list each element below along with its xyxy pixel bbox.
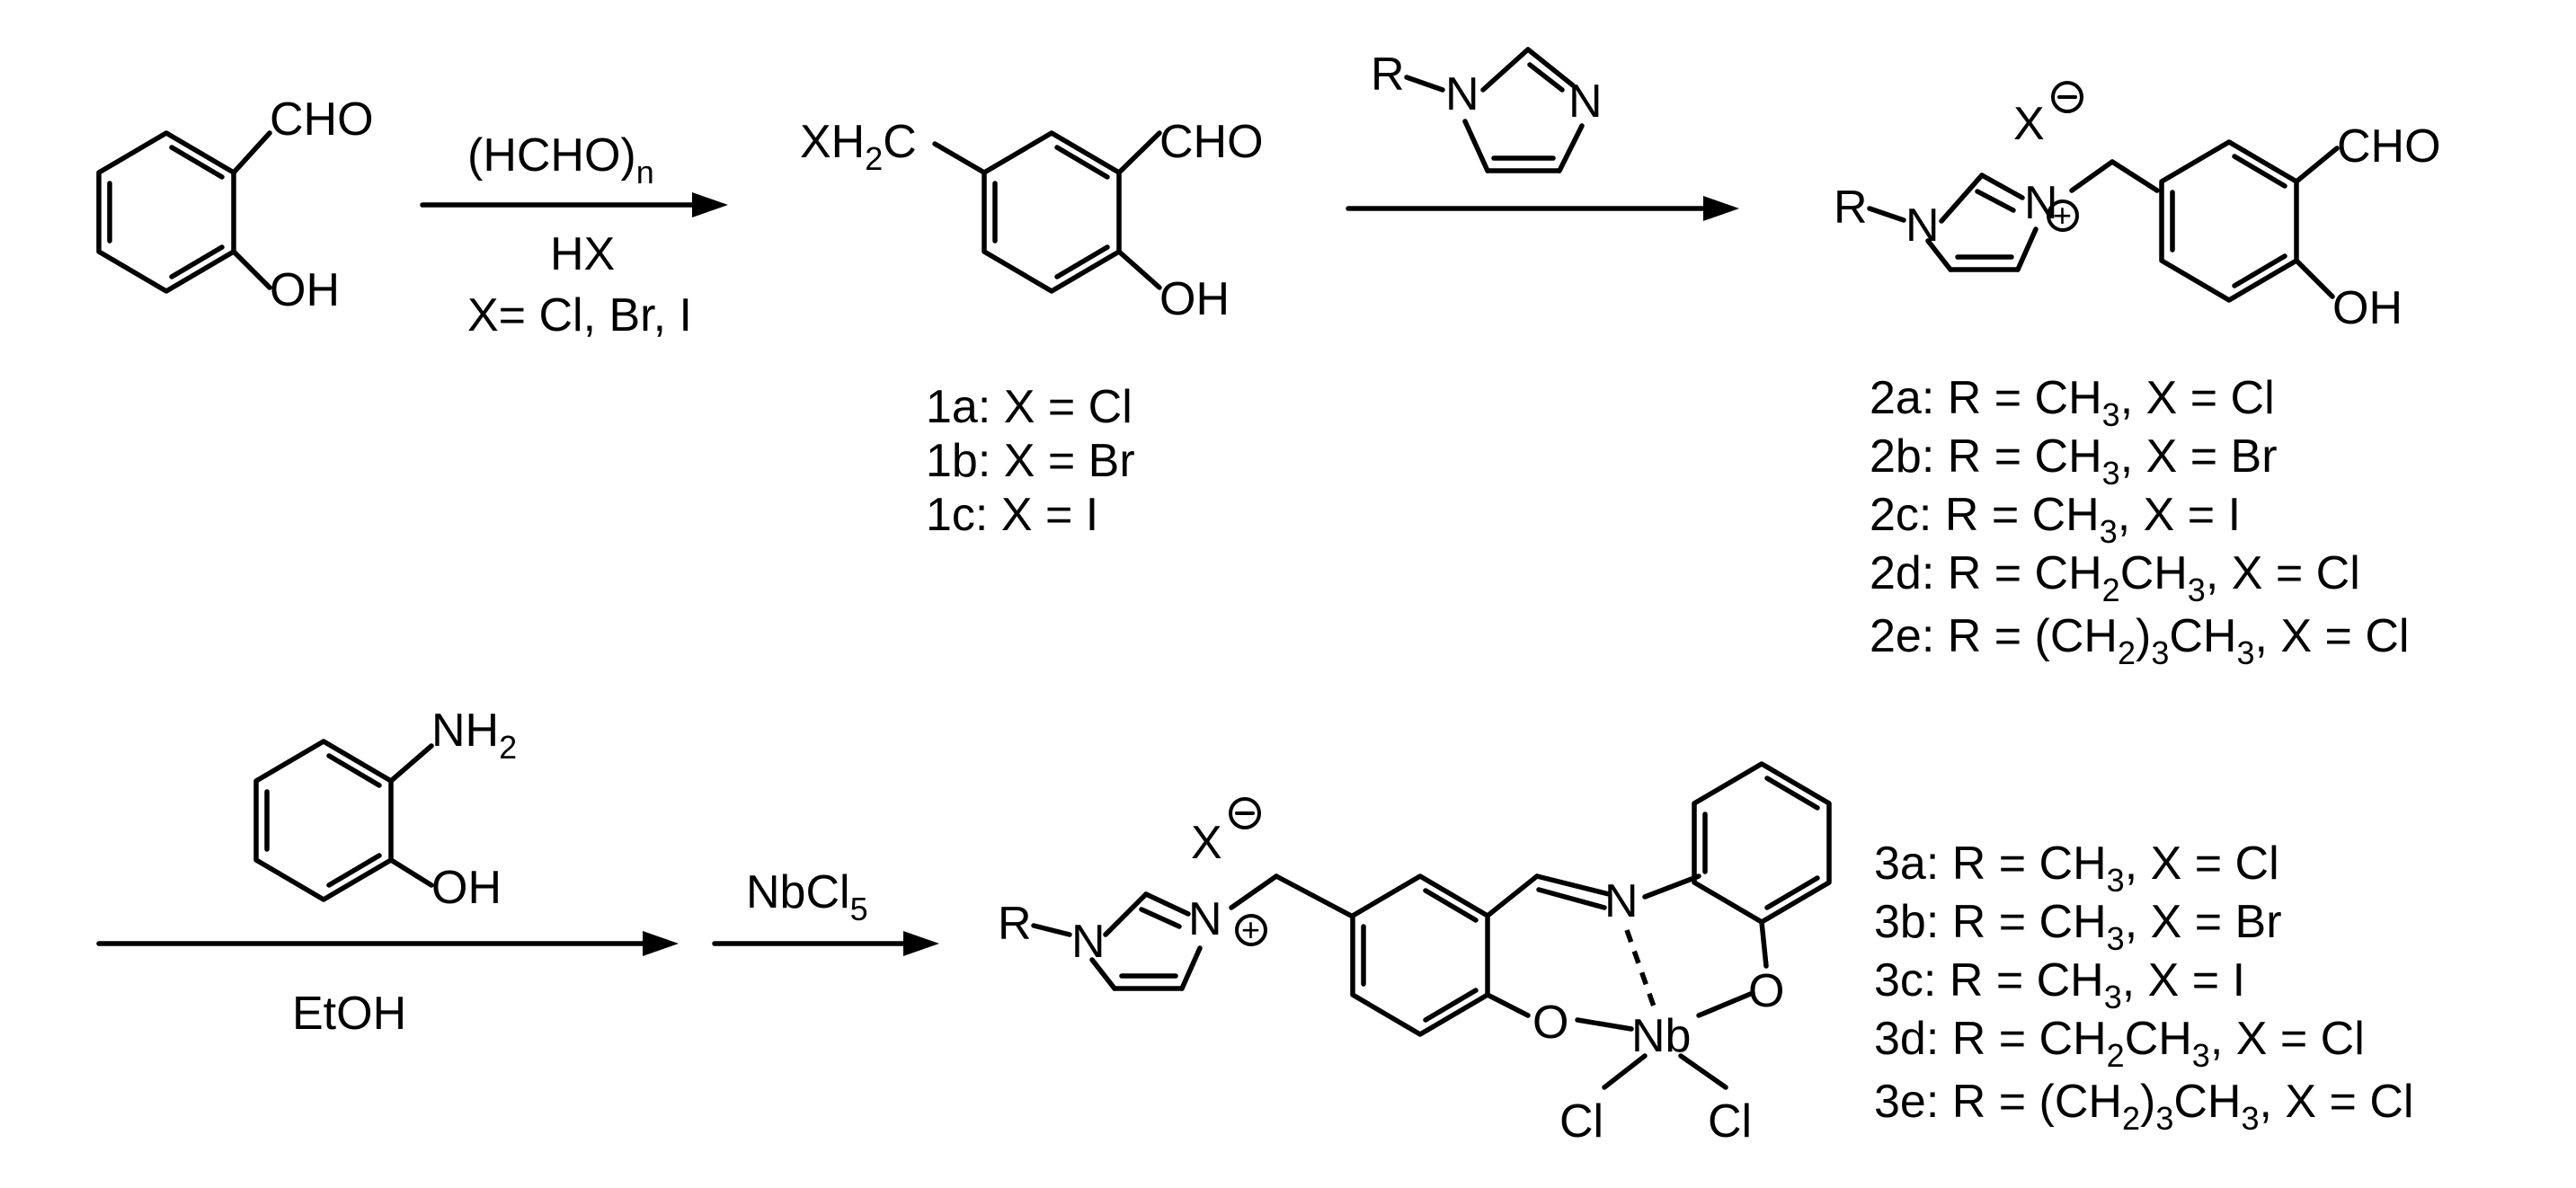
label-2a: 2a: R = CH3, X = Cl (1870, 372, 2275, 433)
plus-charge (2047, 199, 2079, 232)
label-1a: 1a: X = Cl (926, 381, 1133, 433)
label-1c: 1c: X = I (926, 489, 1098, 541)
reagent-formaldehyde: (HCHO)n (467, 129, 654, 191)
label-3e: 3e: R = (CH2)3CH3, X = Cl (1874, 1076, 2413, 1137)
n3-label: N (1568, 75, 1603, 128)
r-label: R (1371, 49, 1405, 101)
cho-label: CHO (2337, 120, 2441, 173)
counter-anion-x: X (1191, 817, 1222, 869)
n1-label: N (1905, 199, 1940, 252)
xh2c-label: XH2C (800, 116, 917, 177)
arrow-step-1: (HCHO)n HX X= Cl, Br, I (420, 129, 728, 341)
label-3a: 3a: R = CH3, X = Cl (1874, 838, 2279, 899)
reagent-hx: HX (550, 228, 615, 280)
oh-label: OH (270, 264, 340, 316)
imine-n-label: N (1604, 875, 1639, 927)
label-2c: 2c: R = CH3, X = I (1870, 489, 2241, 550)
plus-sign: + (2053, 197, 2072, 234)
n3-label: N (1188, 893, 1222, 945)
minus-charge (1229, 797, 1261, 829)
chloride-left: Cl (1559, 1095, 1603, 1148)
label-3c: 3c: R = CH3, X = I (1874, 954, 2245, 1015)
plus-sign: + (1241, 911, 1260, 948)
oh-label: OH (431, 862, 502, 914)
compound-1: XH2C CHO OH 1a: X = Cl 1b: X = Br 1c: X … (800, 116, 1264, 541)
solvent-etoh: EtOH (292, 988, 406, 1040)
salicylaldehyde: CHO OH (96, 93, 374, 316)
label-3d: 3d: R = CH2CH3, X = Cl (1874, 1013, 2365, 1074)
phenoxide-o-left: O (1532, 997, 1568, 1049)
arrow-step-3: NH2 OH EtOH (96, 705, 679, 1040)
n1-label: N (1071, 916, 1106, 968)
plus-charge (1235, 914, 1267, 946)
label-2b: 2b: R = CH3, X = Br (1870, 430, 2278, 492)
compound-2: R N N + X CHO OH 2a: R = CH3, X = Cl 2b:… (1834, 81, 2441, 671)
minus-charge (2051, 81, 2083, 113)
counter-anion-x: X (2013, 98, 2045, 150)
arrow-step-4: NbCl5 (712, 866, 939, 956)
reagent-nbcl5: NbCl5 (746, 866, 868, 927)
chloride-right: Cl (1708, 1095, 1752, 1148)
cho-label: CHO (1159, 116, 1264, 168)
compound-3: R N N + X N O O Nb (998, 761, 2413, 1148)
labels-2: 2a: R = CH3, X = Cl 2b: R = CH3, X = Br … (1870, 372, 2409, 671)
arrow-step-2: R N N (1346, 47, 1739, 221)
label-1b: 1b: X = Br (926, 435, 1135, 487)
label-2e: 2e: R = (CH2)3CH3, X = Cl (1870, 610, 2409, 671)
imidazole-reagent: R N N (1371, 47, 1603, 173)
n3-label: N (2024, 177, 2058, 229)
n1-label: N (1445, 68, 1479, 120)
label-3b: 3b: R = CH3, X = Br (1874, 896, 2282, 957)
oh-label: OH (1159, 273, 1230, 325)
oh-label: OH (2332, 282, 2403, 334)
nh2-label: NH2 (431, 705, 517, 766)
reagent-x-options: X= Cl, Br, I (467, 289, 692, 341)
label-2d: 2d: R = CH2CH3, X = Cl (1870, 547, 2360, 608)
r-label: R (998, 898, 1032, 950)
cho-label: CHO (270, 93, 374, 146)
labels-3: 3a: R = CH3, X = Cl 3b: R = CH3, X = Br … (1874, 838, 2413, 1137)
r-label: R (1834, 182, 1868, 234)
